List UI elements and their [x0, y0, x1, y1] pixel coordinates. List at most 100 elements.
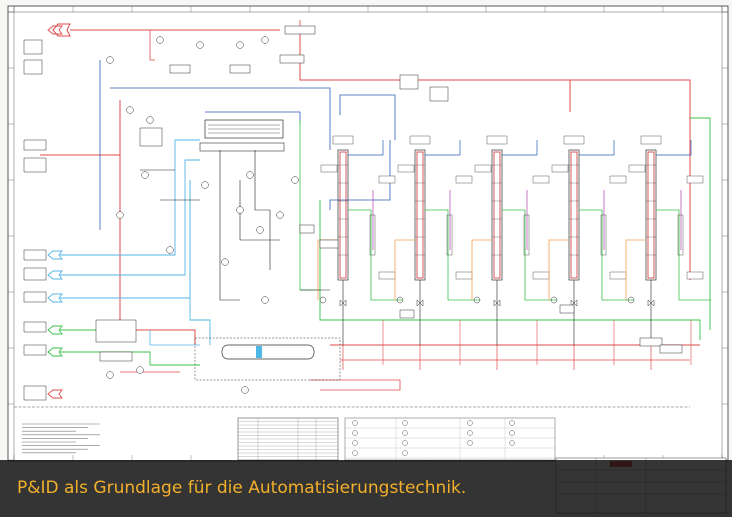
caption-text: P&ID als Grundlage für die Automatisieru… — [17, 478, 467, 498]
annotation-box — [319, 239, 339, 249]
pipe-line — [239, 180, 280, 241]
symbol-legend-box — [344, 417, 556, 461]
annotation-box — [23, 139, 47, 151]
annotation-box — [279, 54, 305, 64]
legend-symbol — [352, 440, 358, 446]
column-k4 — [548, 135, 634, 370]
outlet-label-box — [284, 25, 316, 35]
column-tag-box — [332, 135, 354, 145]
instrument-bubble — [256, 226, 264, 234]
pipe-line — [219, 150, 240, 301]
instrument-box — [686, 271, 704, 280]
column-heater — [647, 151, 655, 279]
annotation-box — [429, 86, 449, 102]
legend-symbol — [352, 430, 358, 436]
annotation-box — [23, 385, 47, 401]
inlet-arrow — [52, 23, 71, 37]
pipe-line — [319, 200, 701, 340]
instrument-bubble — [276, 211, 284, 219]
instrument-bubble — [236, 206, 244, 214]
pipe-line — [189, 180, 211, 345]
pump-symbol — [396, 296, 404, 304]
instrument-box — [551, 164, 569, 173]
instrument-box — [628, 164, 646, 173]
legend-symbol — [402, 440, 408, 446]
instrument-bubble — [136, 366, 144, 374]
level-glass — [677, 214, 684, 256]
annotation-box — [23, 321, 47, 333]
column-heater — [570, 151, 578, 279]
legend-symbol — [402, 420, 408, 426]
pipe-line — [329, 140, 391, 210]
pipe-line — [471, 239, 492, 300]
level-glass — [446, 214, 453, 256]
collection-tank — [194, 337, 341, 381]
annotation-box — [659, 344, 683, 354]
pipe-line — [339, 94, 396, 140]
instrument-box — [455, 271, 473, 280]
annotation-box — [229, 64, 251, 74]
annotation-box — [95, 319, 137, 343]
inlet-arrow — [47, 270, 63, 280]
instrument-bubble — [156, 36, 164, 44]
instrument-bubble — [246, 171, 254, 179]
instrument-bubble — [291, 176, 299, 184]
instrument-bubble — [261, 36, 269, 44]
pipe-line — [570, 79, 691, 280]
pipe-line — [60, 159, 200, 276]
annotation-box — [99, 351, 133, 362]
pipe-line — [690, 117, 711, 330]
equipment-layer — [23, 25, 711, 401]
pipe-line — [579, 140, 615, 156]
instrument-box — [378, 271, 396, 280]
pipe-line — [110, 87, 331, 150]
column-tag-box — [486, 135, 508, 145]
column-tag-box — [640, 135, 662, 145]
instrument-bubble — [166, 246, 174, 254]
legend-symbol — [352, 420, 358, 426]
pump-symbol — [550, 296, 558, 304]
pipe-line — [548, 239, 569, 300]
valve-symbol — [339, 299, 347, 307]
legend-symbol — [467, 420, 473, 426]
inlet-arrow — [47, 389, 63, 399]
legend-table — [22, 417, 556, 461]
annotation-box — [23, 59, 43, 75]
legend-symbol — [402, 450, 408, 456]
pipe-line — [656, 140, 692, 156]
instrument-bubble — [236, 41, 244, 49]
instrument-box — [609, 271, 627, 280]
annotation-box — [399, 309, 415, 319]
pipe-line — [149, 30, 155, 61]
instrument-bubble — [241, 386, 249, 394]
instrument-bubble — [221, 258, 229, 266]
annotation-box — [23, 157, 47, 173]
pump-symbol — [627, 296, 635, 304]
annotation-box — [299, 224, 315, 234]
valve-symbol — [416, 299, 424, 307]
column-heater — [339, 151, 347, 279]
annotation-box — [23, 291, 47, 303]
inlet-arrow — [47, 250, 63, 260]
drawing-frame — [7, 5, 729, 462]
instrument-box — [532, 175, 550, 184]
instrument-box — [320, 164, 338, 173]
column-heater — [416, 151, 424, 279]
column-heater — [493, 151, 501, 279]
instrument-bubble — [106, 56, 114, 64]
pipe-line — [348, 140, 384, 156]
instrument-bubble — [201, 181, 209, 189]
legend-symbol — [467, 440, 473, 446]
column-k3 — [471, 135, 557, 370]
inlet-arrow — [47, 325, 63, 335]
pipe-line — [310, 379, 401, 391]
instrument-bubble — [196, 41, 204, 49]
pipe-line — [425, 140, 461, 156]
column-tag-box — [563, 135, 585, 145]
valve-symbol — [570, 299, 578, 307]
annotation-box — [23, 39, 43, 55]
pipe-line — [149, 330, 200, 346]
instrument-box — [474, 164, 492, 173]
valve-symbol — [493, 299, 501, 307]
